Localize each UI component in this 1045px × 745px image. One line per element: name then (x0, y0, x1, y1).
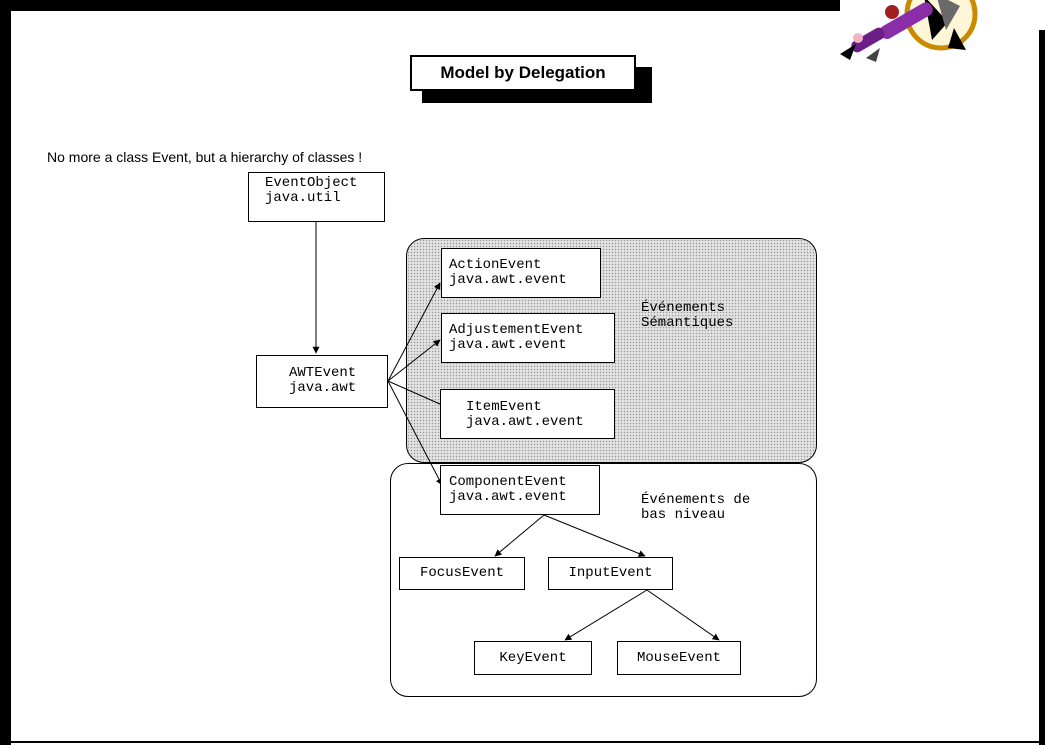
class-name: ActionEvent (449, 257, 542, 273)
class-name: ComponentEvent (449, 474, 567, 490)
class-package: java.awt.event (449, 337, 567, 353)
class-box-mouseevent: MouseEvent (617, 641, 741, 675)
slide-title: Model by Delegation (410, 55, 636, 91)
class-name: FocusEvent (419, 565, 504, 581)
slide-subtitle: No more a class Event, but a hierarchy o… (47, 149, 363, 165)
frame-right-border (1039, 30, 1045, 745)
class-name: InputEvent (568, 565, 653, 581)
class-package: java.awt.event (449, 272, 567, 288)
class-package: java.util (265, 190, 341, 206)
frame-left-border (0, 0, 11, 745)
class-box-actionevent: ActionEvent java.awt.event (441, 248, 601, 298)
class-package: java.awt (289, 380, 357, 396)
class-name: KeyEvent (499, 649, 567, 666)
class-package: java.awt.event (449, 489, 567, 505)
class-box-keyevent: KeyEvent (474, 641, 592, 675)
class-name: AdjustementEvent (449, 322, 584, 338)
class-box-eventobject: EventObject java.util (248, 172, 385, 222)
class-name: MouseEvent (636, 649, 721, 666)
class-box-inputevent: InputEvent (548, 557, 673, 590)
class-name: ItemEvent (466, 399, 542, 415)
class-box-focusevent: FocusEvent (399, 557, 525, 590)
frame-bottom-border (11, 741, 1045, 743)
class-box-itemevent: ItemEvent java.awt.event (440, 389, 615, 439)
frame-top-border (0, 0, 840, 11)
class-box-adjustementevent: AdjustementEvent java.awt.event (441, 313, 615, 363)
class-box-componentevent: ComponentEvent java.awt.event (440, 465, 600, 515)
class-box-awtevent: AWTEvent java.awt (256, 355, 388, 408)
class-name: EventObject (265, 175, 358, 191)
class-name: AWTEvent (289, 365, 357, 381)
magnifier-logo-icon (840, 0, 978, 62)
class-package: java.awt.event (466, 414, 584, 430)
